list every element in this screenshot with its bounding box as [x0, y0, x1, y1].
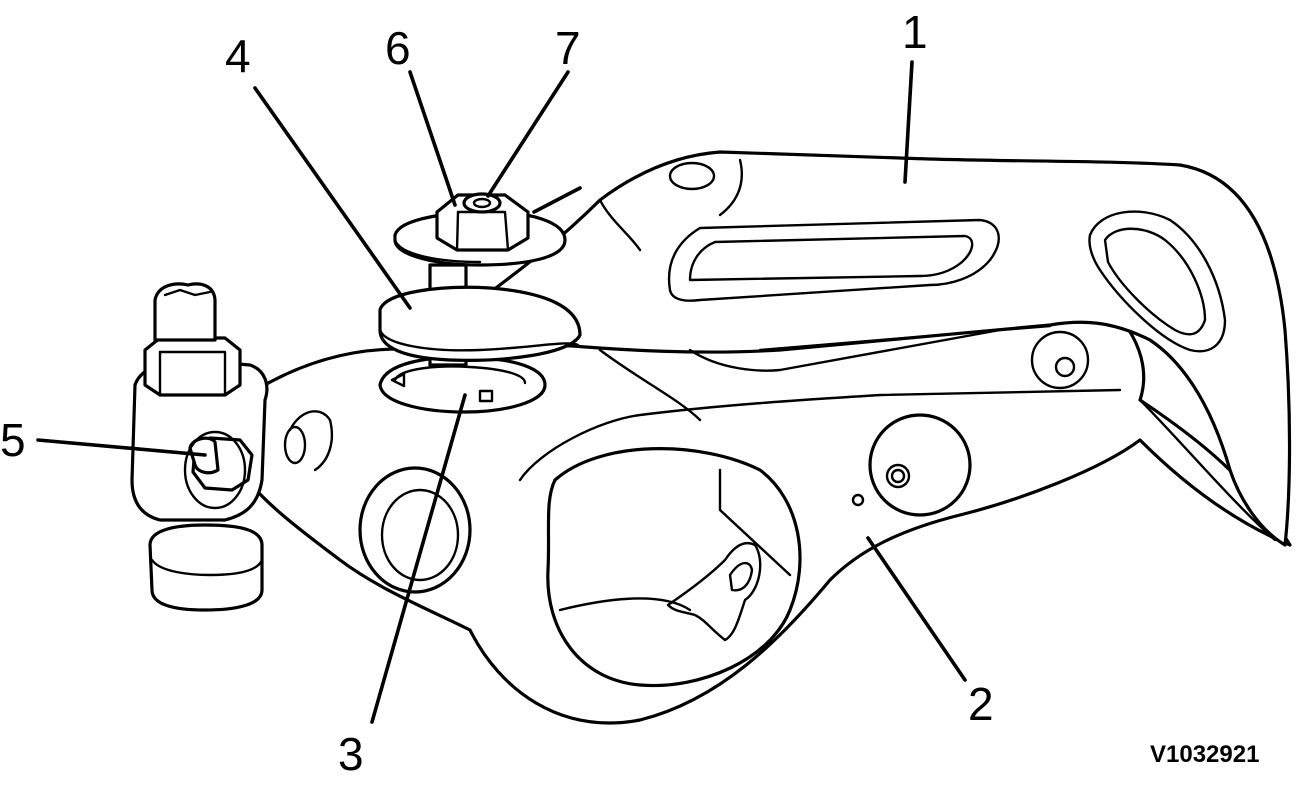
rocker-arm-body	[238, 298, 1292, 725]
leader-line-5	[36, 438, 207, 457]
leader-line-7	[486, 70, 570, 198]
leader-line-3	[370, 393, 467, 724]
callout-3: 3	[338, 728, 364, 780]
callout-1: 1	[902, 6, 928, 58]
adjusting-screw-assembly	[130, 282, 269, 612]
callout-4: 4	[225, 30, 251, 82]
callout-6: 6	[385, 22, 411, 74]
figure-reference-code: V1032921	[1150, 741, 1259, 768]
callout-7: 7	[555, 22, 581, 74]
callout-2: 2	[968, 678, 994, 730]
leader-lines	[36, 60, 967, 724]
callout-5: 5	[0, 414, 26, 466]
leader-line-1	[903, 60, 914, 184]
callouts: 1 2 3 4 5 6 7	[0, 6, 994, 780]
leader-line-2	[866, 536, 967, 682]
leader-line-6	[408, 70, 457, 207]
leader-line-4	[253, 86, 412, 310]
bridge-arm	[476, 150, 1292, 547]
adjuster-stack	[378, 192, 582, 414]
leader-line-7b	[532, 186, 582, 214]
